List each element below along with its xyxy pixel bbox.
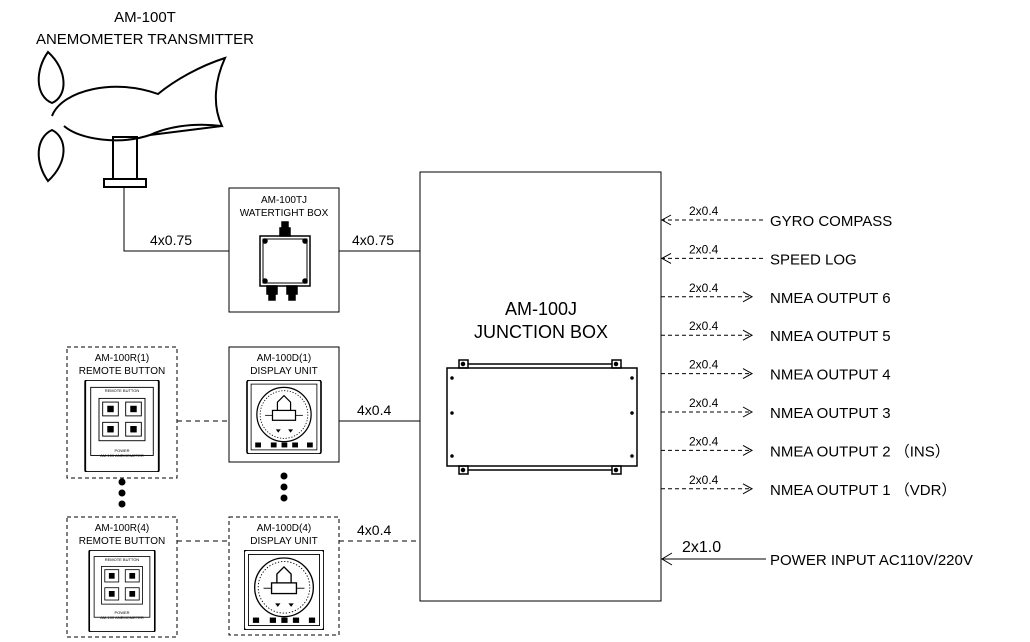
anemometer-transmitter-icon	[37, 50, 227, 188]
io-label-2: SPEED LOG	[770, 251, 857, 268]
io-label-4: NMEA OUTPUT 5	[770, 328, 891, 345]
io-cable-7: 2x0.4	[689, 434, 719, 448]
cable-line-transmitter	[123, 187, 229, 252]
input-arrow-icon	[660, 252, 672, 264]
io-label-8: NMEA OUTPUT 1 （VDR）	[770, 482, 956, 499]
remote-button-4-panel-footer: POWER	[114, 610, 129, 615]
io-label-3: NMEA OUTPUT 6	[770, 290, 891, 307]
power-input-cable: 2x1.0	[682, 539, 721, 556]
io-label-1: GYRO COMPASS	[770, 213, 892, 230]
display-unit-1-model: AM-100D(1)	[257, 353, 311, 364]
cable-label-display4: 4x0.4	[357, 522, 391, 538]
more-units-dots	[118, 472, 288, 508]
display-unit-4-name: DISPLAY UNIT	[250, 536, 317, 547]
display-unit-4-frame	[228, 516, 340, 636]
watertight-box-name: WATERTIGHT BOX	[240, 208, 329, 219]
io-cable-1: 2x0.4	[689, 204, 719, 218]
io-label-7: NMEA OUTPUT 2 （INS）	[770, 443, 950, 460]
display-unit-1-face-icon	[246, 380, 322, 454]
junction-box-enclosure-icon	[446, 359, 638, 475]
display-unit-4-model: AM-100D(4)	[257, 523, 311, 534]
remote-button-1-panel-footer: POWER	[114, 448, 129, 453]
junction-box-name: JUNCTION BOX	[474, 322, 608, 342]
output-arrow-icon	[742, 444, 754, 456]
output-arrow-icon	[742, 406, 754, 418]
io-label-6: NMEA OUTPUT 3	[770, 405, 891, 422]
remote-button-4-model: AM-100R(4)	[95, 523, 149, 534]
io-cable-6: 2x0.4	[689, 396, 719, 410]
power-input-label: POWER INPUT AC110V/220V	[770, 552, 973, 569]
cable-label-box-junction: 4x0.75	[352, 232, 394, 248]
output-arrow-icon	[742, 483, 754, 495]
junction-box-frame	[419, 171, 662, 602]
remote-button-1-panel-icon: REMOTE BUTTON POWER AM-100 ANEMOMETER	[84, 380, 160, 472]
watertight-box-icon	[259, 221, 311, 301]
display-unit-1-name: DISPLAY UNIT	[250, 366, 317, 377]
transmitter-name: ANEMOMETER TRANSMITTER	[36, 31, 254, 48]
io-cable-4: 2x0.4	[689, 319, 719, 333]
remote-button-1-panel-footer-2: AM-100 ANEMOMETER	[100, 453, 144, 458]
remote-button-1-name: REMOTE BUTTON	[79, 366, 165, 377]
remote-button-4-frame	[66, 516, 178, 638]
output-arrow-icon	[742, 329, 754, 341]
display-unit-1-frame	[228, 346, 340, 463]
cable-label-transmitter: 4x0.75	[150, 232, 192, 248]
io-cable-5: 2x0.4	[689, 358, 719, 372]
remote-button-4-panel-icon: REMOTE BUTTON POWER AM-100 ANEMOMETER	[88, 550, 156, 632]
power-input-line	[661, 552, 766, 566]
cable-label-display1: 4x0.4	[357, 402, 391, 418]
remote-button-4-panel-header: REMOTE BUTTON	[105, 557, 140, 562]
remote-button-4-name: REMOTE BUTTON	[79, 536, 165, 547]
watertight-box-frame	[228, 187, 340, 313]
io-cable-3: 2x0.4	[689, 281, 719, 295]
remote-button-1-frame	[66, 346, 178, 479]
output-arrow-icon	[742, 291, 754, 303]
junction-box-model: AM-100J	[505, 299, 577, 319]
io-cable-2: 2x0.4	[689, 242, 719, 256]
remote-button-4-panel-footer-2: AM-100 ANEMOMETER	[100, 615, 144, 620]
display-unit-4-face-icon	[244, 550, 324, 630]
remote-button-1-panel-header: REMOTE BUTTON	[105, 388, 140, 393]
output-arrow-icon	[742, 368, 754, 380]
io-label-5: NMEA OUTPUT 4	[770, 367, 891, 384]
input-arrow-icon	[660, 214, 672, 226]
transmitter-model: AM-100T	[114, 9, 176, 26]
remote-button-1-model: AM-100R(1)	[95, 353, 149, 364]
watertight-box-model: AM-100TJ	[261, 195, 307, 206]
io-cable-8: 2x0.4	[689, 473, 719, 487]
